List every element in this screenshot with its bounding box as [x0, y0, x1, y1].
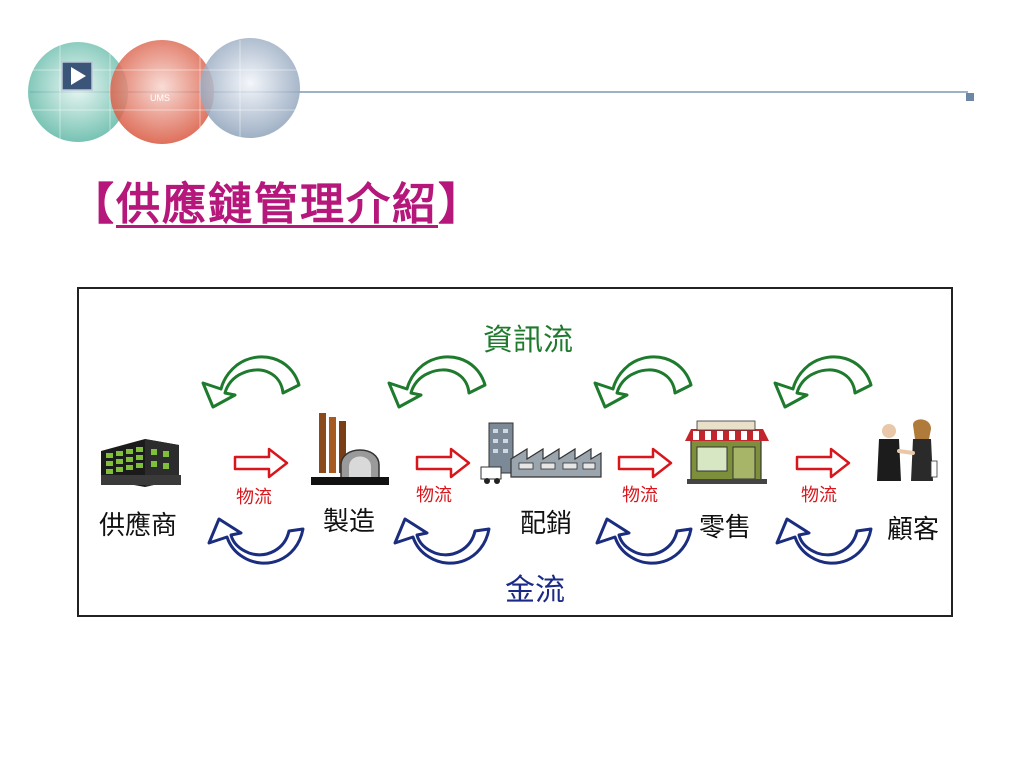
stage-retail: 零售 — [699, 513, 752, 543]
globe-red-icon — [110, 40, 214, 144]
info-flow-arrow-1 — [201, 355, 301, 409]
handshake-icon — [877, 419, 938, 481]
office-building-icon — [101, 439, 181, 487]
title-close-bracket: 】 — [438, 179, 484, 230]
stage-manufacturing: 製造 — [323, 507, 376, 537]
store-icon — [685, 420, 769, 484]
stage-customer: 顧客 — [887, 515, 940, 545]
diagram-graphics — [101, 355, 938, 565]
logistics-label-3: 物流 — [622, 485, 658, 506]
info-flow-arrow-3 — [593, 355, 693, 409]
money-flow-arrow-2 — [393, 517, 491, 565]
logistics-label-2: 物流 — [416, 485, 452, 506]
warehouse-icon — [480, 422, 602, 484]
logo-text: UMS — [150, 93, 170, 103]
info-flow-arrow-2 — [387, 355, 487, 409]
logistics-label-4: 物流 — [801, 485, 837, 506]
title-open-bracket: 【 — [70, 179, 116, 230]
logistics-arrow-2 — [415, 447, 471, 479]
stage-supplier: 供應商 — [99, 511, 178, 541]
logistics-arrow-4 — [795, 447, 851, 479]
globe-teal-icon — [28, 42, 128, 142]
page-title: 【供應鏈管理介紹】 — [70, 168, 484, 232]
logistics-arrow-3 — [617, 447, 673, 479]
globe-earth-icon — [200, 38, 300, 138]
title-text: 供應鏈管理介紹 — [116, 179, 438, 230]
factory-icon — [311, 413, 389, 485]
supply-chain-diagram: 資訊流 金流 物流 物流 物流 物流 供應商 製造 配銷 零售 顧客 — [77, 287, 953, 617]
money-flow-arrow-3 — [595, 517, 693, 565]
info-flow-arrow-4 — [773, 355, 873, 409]
money-flow-label: 金流 — [505, 573, 565, 608]
money-flow-arrow-4 — [775, 517, 873, 565]
info-flow-label: 資訊流 — [483, 323, 573, 358]
logistics-arrow-1 — [233, 447, 289, 479]
money-flow-arrow-1 — [207, 517, 305, 565]
stage-distribution: 配銷 — [520, 509, 573, 539]
header-decoration — [28, 38, 974, 145]
logistics-label-1: 物流 — [236, 487, 272, 508]
